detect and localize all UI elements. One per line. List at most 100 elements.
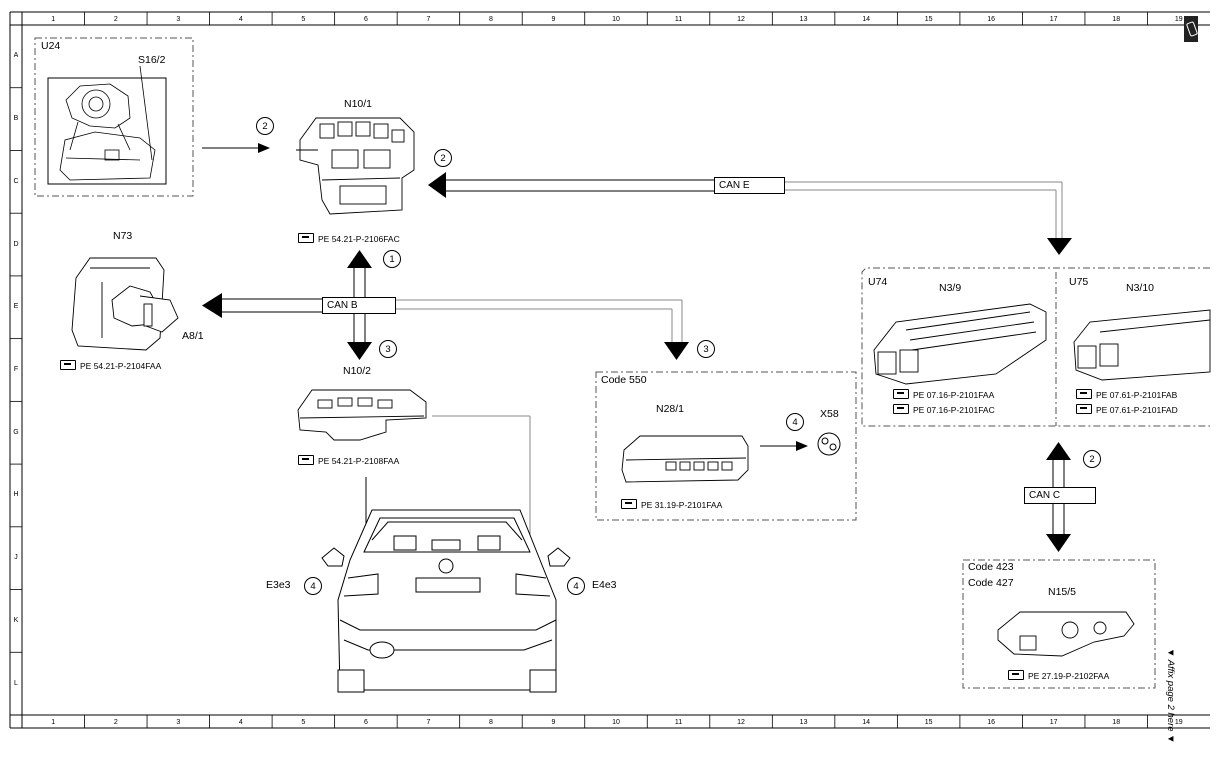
row-letter: B <box>13 115 19 123</box>
column-number-top: 1 <box>51 16 56 23</box>
doc-reference-n15-5: PE 27.19-P-2102FAA <box>1008 670 1109 681</box>
group-title-u24: U24 <box>41 40 61 52</box>
callout-number: 2 <box>1083 450 1101 468</box>
row-letter: K <box>13 616 19 624</box>
doc-reference-n3-9-a: PE 07.16-P-2101FAA <box>893 389 994 400</box>
column-number-bottom: 11 <box>674 719 683 726</box>
row-letter: F <box>13 366 19 373</box>
column-number-bottom: 1 <box>51 719 56 726</box>
column-number-top: 14 <box>862 16 870 23</box>
column-number-top: 16 <box>987 16 996 23</box>
callout-number: 3 <box>379 340 397 358</box>
reference-icon <box>893 389 909 399</box>
group-title-code423: Code 423 <box>968 561 1014 573</box>
column-number-bottom: 3 <box>176 719 181 726</box>
doc-reference-n10-2: PE 54.21-P-2108FAA <box>298 455 399 466</box>
column-number-bottom: 18 <box>1112 719 1121 726</box>
column-number-bottom: 15 <box>924 719 933 726</box>
component-label-n73: N73 <box>113 230 133 242</box>
reference-icon <box>621 499 637 509</box>
callout-number: 2 <box>434 149 452 167</box>
column-number-bottom: 13 <box>799 719 808 726</box>
reference-icon <box>298 455 314 465</box>
doc-reference-n28-1: PE 31.19-P-2101FAA <box>621 499 722 510</box>
doc-reference-n3-10-a: PE 07.61-P-2101FAB <box>1076 389 1177 400</box>
column-number-top: 4 <box>238 16 243 23</box>
affix-page-note: ▼ Affix page 2 here ▼ <box>1165 648 1176 744</box>
callout-number: 3 <box>697 340 715 358</box>
bus-label-can-e: CAN E <box>714 177 785 194</box>
column-number-bottom: 12 <box>737 719 745 726</box>
row-letter: A <box>13 52 19 60</box>
component-label-e3e3: E3e3 <box>266 579 291 591</box>
doc-reference-n3-9-b: PE 07.16-P-2101FAC <box>893 404 995 415</box>
column-number-top: 11 <box>674 16 683 23</box>
callout-number: 4 <box>567 577 585 595</box>
row-letter: C <box>13 177 19 185</box>
component-label-n3-9: N3/9 <box>939 282 962 294</box>
reference-icon <box>60 360 76 370</box>
column-number-top: 19 <box>1174 16 1183 23</box>
doc-reference-n10-1: PE 54.21-P-2106FAC <box>298 233 400 244</box>
reference-icon <box>1076 404 1092 414</box>
component-label-x58: X58 <box>820 408 839 420</box>
column-number-top: 18 <box>1112 16 1121 23</box>
column-number-bottom: 8 <box>488 719 493 726</box>
doc-reference-n3-10-b: PE 07.61-P-2101FAD <box>1076 404 1178 415</box>
row-letter: L <box>14 679 18 687</box>
column-number-bottom: 6 <box>363 719 368 726</box>
column-number-top: 12 <box>737 16 745 23</box>
component-label-s16-2: S16/2 <box>138 54 166 66</box>
column-number-top: 9 <box>551 16 556 23</box>
column-number-bottom: 7 <box>426 719 431 726</box>
page-thumbnail-icon <box>1184 16 1198 42</box>
callout-number: 1 <box>383 250 401 268</box>
group-title-u74: U74 <box>868 276 888 288</box>
reference-icon <box>893 404 909 414</box>
column-number-top: 8 <box>488 16 493 23</box>
group-title-u75: U75 <box>1069 276 1089 288</box>
callout-number: 4 <box>304 577 322 595</box>
column-number-top: 10 <box>612 16 620 23</box>
column-number-bottom: 14 <box>862 719 870 726</box>
column-number-bottom: 19 <box>1174 719 1183 726</box>
column-number-top: 7 <box>426 16 431 23</box>
column-number-top: 3 <box>176 16 181 23</box>
callout-number: 4 <box>786 413 804 431</box>
row-letter: G <box>13 428 19 436</box>
row-letter: E <box>13 303 19 311</box>
row-letter: H <box>13 491 19 499</box>
bus-label-can-c: CAN C <box>1024 487 1096 504</box>
component-label-n10-1: N10/1 <box>344 98 373 110</box>
component-label-n3-10: N3/10 <box>1126 282 1155 294</box>
component-label-n15-5: N15/5 <box>1048 586 1077 598</box>
column-number-top: 2 <box>113 16 118 23</box>
component-label-a8-1: A8/1 <box>182 330 204 342</box>
reference-icon <box>298 233 314 243</box>
column-number-bottom: 17 <box>1049 719 1058 726</box>
column-number-top: 15 <box>924 16 933 23</box>
row-letter: J <box>14 554 18 562</box>
column-number-bottom: 2 <box>113 719 118 726</box>
column-number-bottom: 16 <box>987 719 996 726</box>
component-label-n28-1: N28/1 <box>656 403 685 415</box>
bus-label-can-b: CAN B <box>322 297 396 314</box>
row-letter: D <box>13 240 19 248</box>
callout-number: 2 <box>256 117 274 135</box>
column-number-top: 17 <box>1049 16 1058 23</box>
group-title-code550: Code 550 <box>601 374 647 386</box>
component-label-n10-2: N10/2 <box>343 365 372 377</box>
group-title-code427: Code 427 <box>968 577 1014 589</box>
column-number-top: 6 <box>363 16 368 23</box>
reference-icon <box>1076 389 1092 399</box>
doc-reference-n73: PE 54.21-P-2104FAA <box>60 360 161 371</box>
column-number-bottom: 9 <box>551 719 556 726</box>
column-number-bottom: 4 <box>238 719 243 726</box>
column-number-top: 13 <box>799 16 808 23</box>
column-number-bottom: 5 <box>301 719 306 726</box>
component-label-e4e3: E4e3 <box>592 579 617 591</box>
column-number-top: 5 <box>301 16 306 23</box>
reference-icon <box>1008 670 1024 680</box>
